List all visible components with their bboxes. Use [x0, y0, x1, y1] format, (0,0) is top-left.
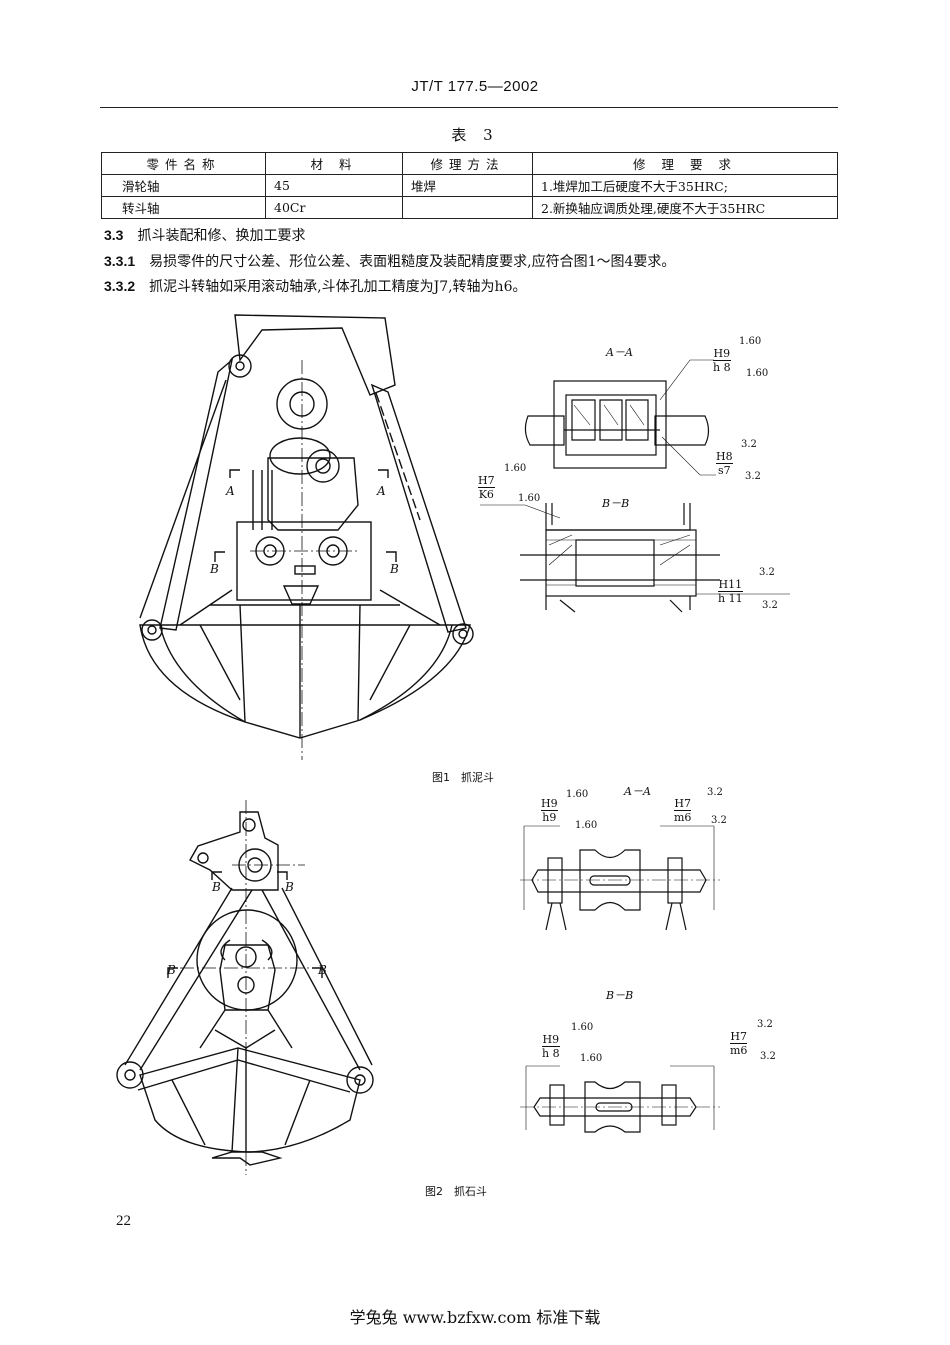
- figure1-caption: 图1 抓泥斗: [432, 771, 494, 784]
- roughness-value: 3.2: [707, 787, 723, 798]
- fit-shaft: K6: [478, 488, 494, 501]
- cut-label-b: B: [210, 562, 219, 576]
- cut-label-a: A: [377, 484, 386, 498]
- roughness-value: 1.60: [580, 1053, 603, 1064]
- fit-hole: H11: [718, 578, 743, 592]
- fit-hole: H9: [713, 347, 731, 361]
- section-heading: 3.3 抓斗装配和修、换加工要求: [104, 225, 305, 245]
- section-paragraph: 3.3.2 抓泥斗转轴如采用滚动轴承,斗体孔加工精度为J7,转轴为h6。: [104, 276, 526, 296]
- roughness-value: 3.2: [760, 1051, 776, 1062]
- header-rule: [100, 107, 838, 108]
- fit-annotation: H9 h 8: [542, 1033, 560, 1060]
- fit-annotation: H7 m6: [730, 1030, 748, 1057]
- roughness-value: 1.60: [504, 463, 527, 474]
- table-cell: 2.新换轴应调质处理,硬度不大于35HRC: [532, 196, 838, 219]
- repair-table: 零件名称 材 料 修理方法 修 理 要 求 滑轮轴 45 堆焊 1.堆焊加工后硬…: [101, 152, 838, 219]
- fit-annotation: H7 m6: [674, 797, 692, 824]
- table-caption: 表 3: [451, 126, 499, 144]
- fit-shaft: h9: [542, 811, 557, 824]
- section-text: 易损零件的尺寸公差、形位公差、表面粗糙度及装配精度要求,应符合图1～图4要求。: [149, 254, 676, 270]
- fit-annotation: H9 h9: [541, 797, 558, 824]
- cut-label-b: B: [167, 963, 176, 977]
- standard-code-header: JT/T 177.5—2002: [411, 78, 539, 95]
- section-text: 抓泥斗转轴如采用滚动轴承,斗体孔加工精度为J7,转轴为h6。: [149, 279, 527, 295]
- fit-shaft: m6: [730, 1044, 748, 1057]
- section-label-aa: A－A: [624, 785, 651, 798]
- cut-label-b: B: [318, 963, 327, 977]
- fit-shaft: s7: [717, 464, 731, 477]
- page-number: 22: [116, 1213, 131, 1229]
- roughness-value: 1.60: [571, 1022, 594, 1033]
- fit-annotation: H8 s7: [716, 450, 733, 477]
- table-cell: 1.堆焊加工后硬度不大于35HRC;: [532, 174, 838, 197]
- roughness-value: 3.2: [757, 1019, 773, 1030]
- section-number: 3.3.1: [104, 253, 136, 269]
- table-row: 转斗轴 40Cr 2.新换轴应调质处理,硬度不大于35HRC: [101, 196, 838, 219]
- roughness-value: 1.60: [739, 336, 762, 347]
- cut-label-b: B: [285, 880, 294, 894]
- fit-annotation: H11 h 11: [718, 578, 743, 605]
- fit-annotation: H7 K6: [478, 474, 495, 501]
- section-text: 抓斗装配和修、换加工要求: [137, 228, 306, 244]
- fit-shaft: h 8: [713, 361, 731, 374]
- table-cell: 45: [265, 174, 403, 197]
- fit-hole: H8: [716, 450, 733, 464]
- site-footer: 学兔兔 www.bzfxw.com 标准下载: [349, 1308, 601, 1327]
- fit-hole: H9: [542, 1033, 560, 1047]
- fit-hole: H7: [674, 797, 692, 811]
- cut-label-b: B: [390, 562, 399, 576]
- cut-label-b: B: [212, 880, 221, 894]
- fit-hole: H7: [730, 1030, 748, 1044]
- fit-shaft: h 8: [542, 1047, 560, 1060]
- section-label-bb: B－B: [602, 497, 630, 510]
- section-paragraph: 3.3.1 易损零件的尺寸公差、形位公差、表面粗糙度及装配精度要求,应符合图1～图…: [104, 251, 675, 271]
- cut-label-a: A: [226, 484, 235, 498]
- fit-hole: H9: [541, 797, 558, 811]
- fit-shaft: h 11: [718, 592, 743, 605]
- table-cell: 40Cr: [265, 196, 403, 219]
- fit-shaft: m6: [674, 811, 692, 824]
- table-header-cell: 修 理 要 求: [532, 152, 838, 175]
- roughness-value: 3.2: [745, 471, 761, 482]
- section-number: 3.3.2: [104, 278, 136, 294]
- roughness-value: 1.60: [566, 789, 589, 800]
- roughness-value: 1.60: [575, 820, 598, 831]
- table-header-cell: 材 料: [265, 152, 403, 175]
- table-cell: 转斗轴: [101, 196, 266, 219]
- section-number: 3.3: [104, 227, 124, 243]
- roughness-value: 3.2: [741, 439, 757, 450]
- section-label-aa: A－A: [606, 346, 633, 359]
- fit-annotation: H9 h 8: [713, 347, 731, 374]
- fit-hole: H7: [478, 474, 495, 488]
- table-row: 滑轮轴 45 堆焊 1.堆焊加工后硬度不大于35HRC;: [101, 174, 838, 197]
- roughness-value: 3.2: [762, 600, 778, 611]
- roughness-value: 3.2: [759, 567, 775, 578]
- roughness-value: 1.60: [746, 368, 769, 379]
- roughness-value: 3.2: [711, 815, 727, 826]
- roughness-value: 1.60: [518, 493, 541, 504]
- figure2-caption: 图2 抓石斗: [425, 1185, 487, 1198]
- section-label-bb: B－B: [606, 989, 634, 1002]
